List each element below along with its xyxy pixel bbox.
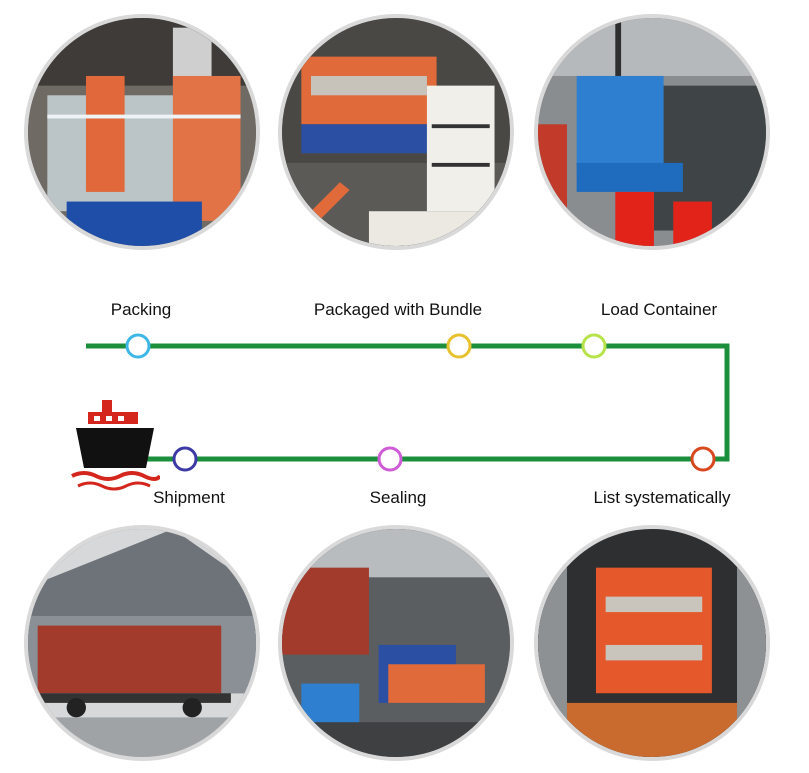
label-packing: Packing [110,300,172,319]
label-shipment: Shipment [153,488,225,507]
load-container-photo [534,14,770,250]
label-load-container: Load Container [600,300,718,319]
packing-photo [24,14,260,250]
label-packaged-with-bundle: Packaged with Bundle [313,300,483,319]
label-list-systematically: List systematically [593,488,731,507]
sealing-photo [278,525,514,761]
label-sealing: Sealing [369,488,427,507]
bundle-photo [278,14,514,250]
shipment-photo [24,525,260,761]
ship-icon [71,400,160,491]
